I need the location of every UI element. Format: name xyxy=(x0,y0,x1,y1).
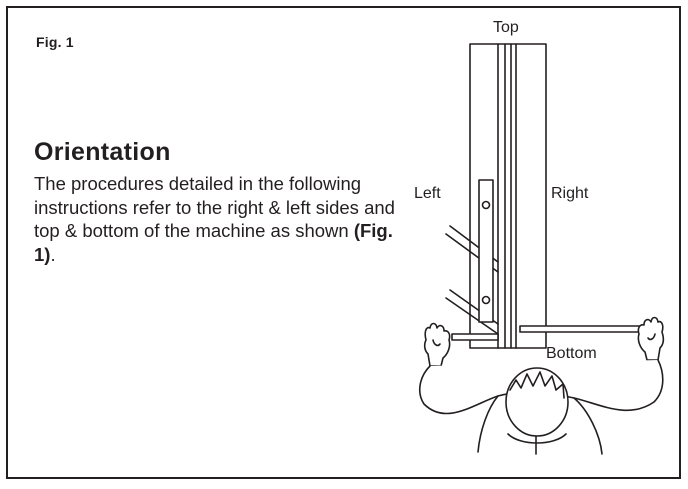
body-text: The procedures detailed in the following… xyxy=(34,173,395,241)
left-hand xyxy=(423,322,451,367)
body-paragraph: The procedures detailed in the following… xyxy=(34,172,404,266)
sliding-plate xyxy=(478,179,494,323)
label-right: Right xyxy=(551,185,589,202)
label-bottom: Bottom xyxy=(546,345,597,362)
page-frame xyxy=(6,6,681,479)
figure-reference: (Fig. 1) xyxy=(34,220,393,265)
label-left: Left xyxy=(414,185,441,202)
right-hand xyxy=(637,316,665,361)
label-top: Top xyxy=(493,19,519,36)
operator-figure xyxy=(418,359,664,455)
section-title: Orientation xyxy=(34,138,171,166)
body-text-end: . xyxy=(50,243,56,265)
figure-label: Fig. 1 xyxy=(36,34,74,50)
